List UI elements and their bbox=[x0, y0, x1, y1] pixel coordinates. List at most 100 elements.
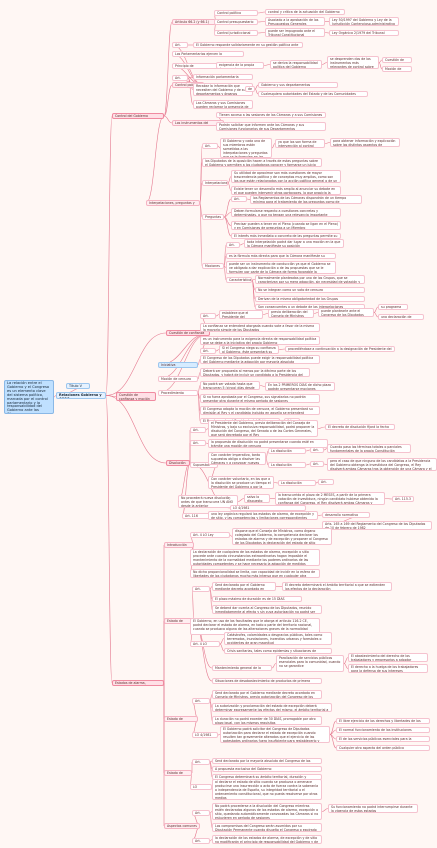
mind-map-node[interactable]: Estado de sitio bbox=[164, 770, 192, 776]
mind-map-node[interactable]: El Gobierno responde solidariamente en s… bbox=[193, 42, 303, 48]
mind-map-node[interactable]: Art. 111 bbox=[202, 143, 218, 149]
mind-map-node[interactable]: La autorización y proclamación del estad… bbox=[212, 703, 332, 712]
mind-map-node[interactable]: Interpelaciones, preguntas y mociones bbox=[146, 200, 200, 206]
mind-map-node[interactable]: Art. 116 bbox=[182, 513, 210, 519]
mind-map-node[interactable]: El normal funcionamiento de las instituc… bbox=[336, 727, 430, 733]
mind-map-node[interactable]: Estados de alarma, excepción y sitio bbox=[112, 680, 164, 686]
mind-map-node[interactable]: No se integran como un voto de censura bbox=[255, 287, 365, 293]
mind-map-node[interactable]: Las Cámaras y sus Comisiones pueden recl… bbox=[193, 100, 253, 109]
mind-map-node[interactable]: Asociado a la aprobación de los Presupue… bbox=[265, 17, 325, 26]
mind-map-node[interactable]: La disolución voluntaria bbox=[278, 480, 316, 486]
mind-map-node[interactable]: Recabar la información que necesiten del… bbox=[193, 83, 253, 96]
mind-map-node[interactable]: Deben formularse respecto a cuestiones c… bbox=[231, 208, 341, 217]
mind-map-node[interactable]: Iniciativa presidencial bbox=[158, 362, 198, 368]
mind-map-node[interactable]: Cuestión de confianza bbox=[166, 330, 210, 336]
mind-map-node[interactable]: Art. 116.2 bbox=[192, 586, 210, 592]
mind-map-node[interactable]: Moción de censura bbox=[158, 376, 198, 382]
mind-map-node[interactable]: Aspectos comunes bbox=[164, 823, 200, 829]
mind-map-node[interactable]: Procedimiento bbox=[158, 390, 198, 396]
mind-map-node[interactable]: Control político bbox=[214, 10, 258, 16]
mind-map-node[interactable]: Art. 111 bbox=[231, 196, 247, 202]
mind-map-node[interactable]: Art. 116.3 bbox=[192, 698, 210, 704]
mind-map-node[interactable]: Mociones bbox=[202, 263, 224, 269]
mind-map-node[interactable]: El interés más inmediato o concreto de l… bbox=[231, 233, 341, 239]
mind-map-node[interactable]: El decreto determinará el ámbito territo… bbox=[282, 582, 392, 591]
mind-map-node[interactable]: pero el caso de que ninguno de los candi… bbox=[327, 458, 437, 471]
mind-map-node[interactable]: La confianza se entenderá otorgada cuand… bbox=[200, 323, 320, 332]
mind-map-node[interactable]: Art. 114.1 bbox=[200, 348, 216, 354]
mind-map-node[interactable]: Art. 109 bbox=[172, 75, 188, 81]
mind-map-node[interactable]: Supuestos bbox=[190, 462, 218, 468]
mind-map-node[interactable]: Art. 116.5 bbox=[192, 810, 210, 816]
mind-map-node[interactable]: Arts. 165 a 169 del Reglamento del Congr… bbox=[322, 521, 432, 530]
mind-map-node[interactable]: El Congreso de los Diputados puede exigi… bbox=[200, 355, 320, 364]
mind-map-node[interactable]: para obtener información y explicación s… bbox=[330, 138, 400, 147]
mind-map-node[interactable]: Art. 99.5 bbox=[310, 447, 324, 453]
mind-map-node[interactable]: Cuando pasa los términos totales o parci… bbox=[327, 444, 411, 453]
mind-map-node[interactable]: al declarar el estado de sitio cuando se… bbox=[212, 779, 322, 800]
mind-map-node[interactable]: Si no fuera aprobada por el Congreso, su… bbox=[200, 394, 320, 403]
mind-map-node[interactable]: procediéndose a continuación a la design… bbox=[285, 346, 395, 352]
mind-map-node[interactable]: Características bbox=[226, 277, 252, 283]
mind-map-node[interactable]: toda interpelación podrá dar lugar a una… bbox=[244, 239, 344, 248]
mind-map-node[interactable]: Cualesquiera autoridades del Estado y de… bbox=[258, 91, 368, 97]
mind-map-node[interactable]: No dicha proporcionalidad se limita, con… bbox=[190, 569, 320, 578]
mind-map-node[interactable]: La disolución automática bbox=[268, 448, 306, 454]
mind-map-node[interactable]: previa deliberación del Consejo de Minis… bbox=[268, 309, 314, 318]
mind-map-node[interactable]: Art. 116.6 bbox=[192, 838, 210, 844]
mind-map-node[interactable]: LO 4/1981 bbox=[190, 784, 212, 790]
mind-map-node[interactable]: Podrán solicitar que informen ante las C… bbox=[216, 122, 326, 131]
mind-map-node[interactable]: El Gobierno podrá solicitar del Congreso… bbox=[220, 726, 330, 743]
mind-map-node[interactable]: LO 4/1981 bbox=[230, 505, 306, 511]
mind-map-node[interactable]: la transcurrido el plazo de 2 MESES, a p… bbox=[275, 492, 385, 505]
mind-map-node[interactable]: exigencia de la propia democracia bbox=[216, 62, 264, 69]
mind-map-node[interactable]: Artículo 66.2 (y 66.1) bbox=[172, 19, 216, 25]
mind-map-node[interactable]: desarrollo normativo bbox=[322, 512, 370, 518]
mind-map-node[interactable]: A propuesta exclusiva del Gobierno bbox=[212, 766, 322, 772]
mind-map-node[interactable]: Catástrofes, calamidades o desgracias pú… bbox=[224, 632, 332, 645]
mind-map-node[interactable]: Art. 111 bbox=[226, 242, 240, 248]
mind-map-node[interactable]: Control del Gobierno bbox=[112, 113, 164, 119]
mind-map-node[interactable]: dispone que el Consejo de Ministros, com… bbox=[232, 528, 332, 545]
mind-map-node[interactable]: Será declarado por la mayoría absoluta d… bbox=[212, 758, 322, 764]
mind-map-node[interactable]: Moción de censura bbox=[382, 66, 412, 72]
mind-map-node[interactable]: Su funcionamiento no podrá interrumpirse… bbox=[328, 804, 418, 813]
mind-map-node[interactable]: La disolución automática bbox=[268, 462, 306, 468]
mind-map-node[interactable]: El decreto de disolución fijará la fecha… bbox=[325, 424, 395, 430]
mind-map-node[interactable]: Art. 116.4 bbox=[192, 759, 210, 765]
mind-map-node[interactable]: los Diputados de la oposición hacen a tr… bbox=[202, 158, 322, 167]
mind-map-node[interactable]: Con carácter imperativo, tanto supuestos… bbox=[208, 452, 266, 465]
mind-map-node[interactable]: Crisis sanitarias, tales como epidemias … bbox=[224, 648, 332, 654]
mind-map-node[interactable]: La duración no podrá exceder de 30 DÍAS,… bbox=[212, 716, 322, 725]
mind-map-node[interactable]: Paralización de servicios públicos esenc… bbox=[276, 655, 344, 672]
mind-map-node[interactable]: El Gobierno, en uso de las facultades qu… bbox=[190, 618, 320, 635]
mind-map-node[interactable]: Disolución bbox=[166, 460, 190, 466]
mind-map-node[interactable]: control y crítica de la actuación del Go… bbox=[265, 9, 345, 15]
mind-map-node[interactable]: Principio de responsabilidad bbox=[172, 63, 222, 69]
mind-map-node[interactable]: puede ser impugnado ante el Tribunal Con… bbox=[265, 28, 325, 37]
mind-map-node[interactable]: de bbox=[245, 86, 255, 92]
mind-map-node[interactable]: Será declarado por el Gobierno mediante … bbox=[212, 690, 322, 699]
mind-map-node[interactable]: la propuesta de disolución no podrá pres… bbox=[208, 439, 328, 448]
mind-map-node[interactable]: Gobierno y sus departamentos bbox=[258, 82, 338, 88]
mind-map-node[interactable]: Introducción bbox=[164, 542, 194, 548]
mind-map-node[interactable]: Cuestión de confianza y moción de censur… bbox=[116, 392, 156, 401]
mind-map-node[interactable]: Art. 4 LO 4/1981 bbox=[190, 641, 220, 647]
mind-map-node[interactable]: es la fórmula más directa para que la Cá… bbox=[226, 253, 336, 259]
mind-map-node[interactable]: los Reglamentos de las Cámaras dispondrá… bbox=[250, 195, 362, 204]
mind-map-node[interactable]: Existe tener un desarrollo más amplio al… bbox=[231, 186, 341, 195]
mind-map-node[interactable]: Art. 108 bbox=[172, 42, 188, 48]
mind-map-node[interactable]: En los 2 PRIMEROS DÍAS de dicho plazo po… bbox=[265, 382, 335, 391]
mind-map-node[interactable]: La declaración de cualquiera de los esta… bbox=[190, 549, 320, 566]
mind-map-node[interactable]: Ley Orgánica 2/1979 del Tribunal Constit… bbox=[329, 30, 399, 36]
root-summary-node[interactable]: La relación entre el Gobierno y el Congr… bbox=[4, 380, 54, 414]
mind-map-node[interactable]: Art. 115.2 bbox=[190, 440, 206, 446]
mind-map-node[interactable]: Ley 50/1997 del Gobierno y Ley de la Jur… bbox=[329, 17, 399, 26]
mind-map-node[interactable]: No podrá ser votada hasta que transcurra… bbox=[200, 381, 260, 390]
mind-map-node[interactable]: Precisar pueden a tener en el Pleno (cua… bbox=[231, 221, 341, 230]
mind-map-node[interactable]: Estado de excepción bbox=[164, 716, 198, 722]
mind-map-node[interactable]: Su utilidad de aproximar son más cuestio… bbox=[231, 170, 341, 183]
mind-map-node[interactable]: Si el Congreso niega su confianza al Gob… bbox=[219, 345, 279, 354]
mind-map-node[interactable]: Deberá ser propuesta al menos por la déc… bbox=[200, 368, 310, 377]
mind-map-node[interactable]: Los Parlamentarios ejercen la representa… bbox=[172, 51, 244, 57]
